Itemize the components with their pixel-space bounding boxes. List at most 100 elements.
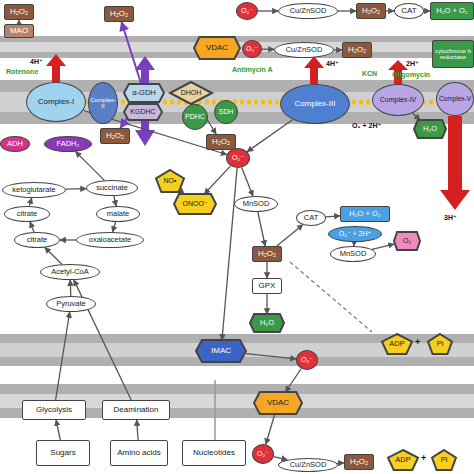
reaction-arrow [66, 188, 86, 190]
reaction-arrow [285, 369, 301, 393]
plus-sign: + [415, 338, 420, 347]
shape-fill [388, 450, 418, 470]
product-box: H₂O₂ [342, 42, 372, 58]
complex-ellipse: Complex-IV [372, 84, 424, 116]
node-text: FADH₂ [57, 140, 80, 148]
inhibitor-label: KCN [362, 70, 377, 77]
inhibitor-label: Oligomycin [392, 71, 430, 78]
channel-hexagon: IMAC [196, 340, 246, 362]
metabolite-ellipse: Acetyl-CoA [40, 264, 100, 280]
channel-hexagon: VDAC [194, 37, 240, 59]
complex-ellipse: Complex-III [280, 84, 350, 124]
node-text: Complex-III [295, 100, 336, 108]
node-text: O₂⁻ [246, 45, 258, 52]
node-text: ADP [395, 456, 410, 464]
node-text: H₂O₂ [258, 250, 276, 258]
metabolite-ellipse: Pyruvate [46, 296, 96, 312]
node-text: α-GDH [132, 89, 156, 97]
product-box: H₂O₂ [206, 134, 236, 150]
substrate-pentagon: ADP [382, 334, 412, 354]
complex-ellipse: Complex-II [88, 82, 118, 124]
node-text: Complex-V [439, 96, 471, 103]
complex-ellipse: Complex-I [26, 82, 86, 122]
enzyme-ellipse: CAT [394, 3, 424, 19]
enzyme-circle: SDH [214, 100, 238, 124]
node-text: citrate [27, 236, 47, 244]
shape-fill [170, 82, 212, 104]
reaction-arrow [266, 262, 267, 278]
node-text: ONOO⁻ [182, 200, 207, 207]
node-text: MnSOD [243, 200, 270, 208]
node-text: ADH [7, 140, 23, 148]
reaction-arrow [247, 120, 293, 152]
metabolite-ellipse: malate [96, 206, 140, 222]
shape-fill [414, 120, 446, 138]
proton-label: 4H⁺ [326, 60, 339, 67]
product-box: H₂O₂ [100, 128, 130, 144]
enzyme-diamond: DHOH [170, 82, 212, 104]
node-text: succinate [96, 184, 128, 192]
leader-line [290, 262, 372, 332]
radical-circle: O₂⁻ [296, 350, 318, 370]
shape-fill [432, 450, 456, 470]
reaction-arrow [122, 22, 142, 84]
radical-circle: O₂⁻ [242, 40, 262, 58]
enzyme-box: GPX [252, 278, 282, 294]
reaction-arrow [29, 198, 31, 206]
outer-membrane [0, 36, 474, 58]
reaction-arrow [114, 196, 116, 206]
reaction-arrow [113, 222, 116, 232]
proton-arrow [46, 54, 66, 84]
node-text: MAO [10, 27, 28, 35]
shape-fill [382, 334, 412, 354]
reactant-ellipse: O₂⁻ + 2H⁺ [328, 226, 382, 242]
node-text: H₂O₂ [348, 46, 366, 54]
reaction-arrow [45, 248, 62, 265]
node-text: GPX [259, 282, 276, 290]
radical-pentagon: NO• [156, 170, 184, 192]
node-text: O₂⁻ + 2H⁺ [339, 230, 371, 237]
node-text: H₂O + O₂ [349, 210, 380, 218]
enzyme-ellipse: MnSOD [234, 196, 278, 212]
node-text: VDAC [206, 44, 228, 52]
node-text: Complex-IV [380, 96, 417, 103]
node-text: citrate [17, 210, 37, 218]
node-text: Acetyl-CoA [51, 268, 89, 276]
proton-arrow [304, 56, 324, 84]
reaction-arrow [242, 168, 253, 197]
node-text: cytochrome b reductase [433, 48, 473, 61]
reaction-arrow [70, 280, 72, 296]
cofactor-ellipse: ADH [0, 136, 30, 152]
enzyme-ellipse: CAT [296, 210, 326, 226]
node-text: Complex-II [89, 97, 117, 110]
node-text: O₂⁻ [241, 7, 253, 14]
node-text: NO• [164, 177, 177, 184]
node-text: H₂O₂ [362, 7, 380, 15]
node-text: Pi [437, 340, 444, 348]
node-text: Cu/ZnSOD [290, 7, 327, 15]
enzyme-ellipse: Cu/ZnSOD [278, 458, 338, 472]
reaction-arrow [246, 354, 296, 359]
node-text: KGDHC [130, 108, 155, 115]
inhibitor-label: Antimycin A [232, 66, 273, 73]
reaction-arrow [30, 222, 34, 232]
shape-fill [156, 170, 184, 192]
reaction-arrow [137, 420, 138, 440]
channel-hexagon: VDAC [254, 392, 302, 414]
source-box: Sugars [36, 440, 90, 466]
leader-line [214, 380, 216, 440]
reaction-arrow [326, 216, 340, 217]
pathway-box: Deamination [102, 400, 170, 420]
node-text: MnSOD [340, 250, 367, 258]
reaction-arrow [258, 10, 278, 11]
product-box: H₂O₂ [104, 6, 134, 22]
product-hexagon: ONOO⁻ [174, 194, 216, 214]
reaction-arrow [56, 420, 60, 440]
inner-membrane [0, 80, 474, 124]
node-text: Pi [441, 456, 448, 464]
node-text: SDH [219, 108, 234, 115]
metabolite-ellipse: citrate [4, 206, 50, 222]
node-text: Sugars [50, 449, 75, 457]
reaction-arrow [258, 212, 265, 246]
